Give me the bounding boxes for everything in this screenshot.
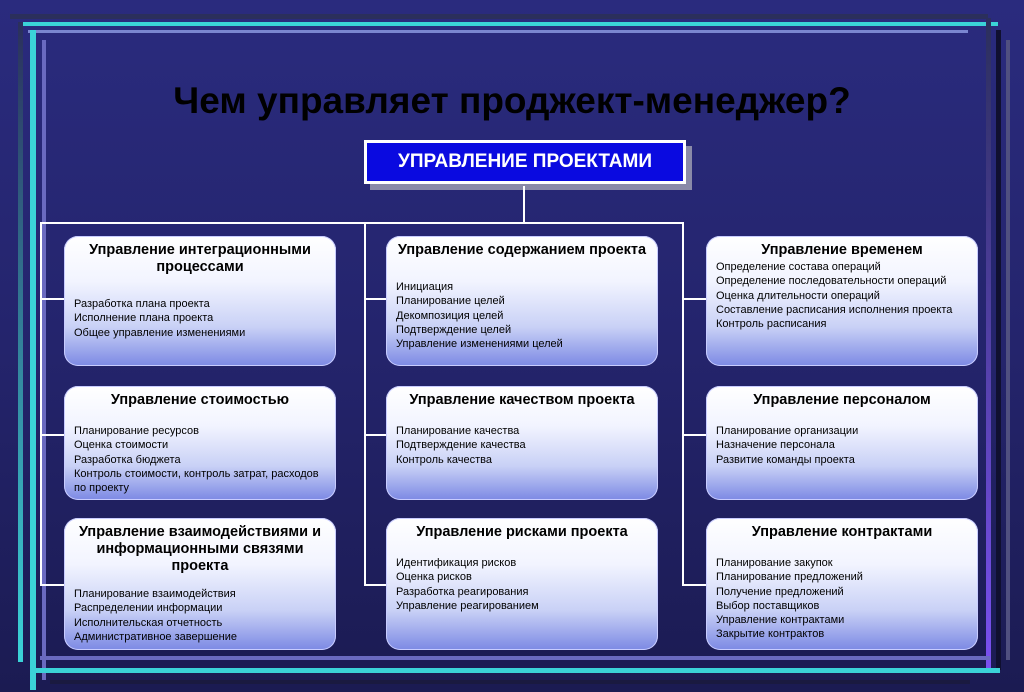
frame-right-line-1 [986,18,991,668]
frame-top-line-3 [28,30,968,33]
card-title: Управление контрактами [751,524,933,540]
connector-col1-card1 [40,298,64,300]
list-item: Планирование ресурсов [74,425,199,437]
list-item: Управление изменениями целей [396,338,563,351]
card-contracts: Управление контрактами Планирование заку… [706,518,978,650]
card-risk: Управление рисками проекта Идентификация… [386,518,658,650]
list-item: Разработка плана проекта [74,298,210,310]
list-item: Планирование предложений [716,571,863,584]
connector-col3-card2 [682,434,706,436]
connector-col2-card2 [364,434,386,436]
connector-col3-card3 [682,584,706,586]
card-personnel: Управление персоналом Планирование орган… [706,386,978,500]
card-title: Управление персоналом [753,392,931,408]
connector-horizontal-bus [40,222,682,224]
list-item: Оценка длительности операций [716,289,880,302]
page-title: Чем управляет проджект-менеджер? [173,80,851,121]
card-title: Управление интеграционными процессами [89,242,311,275]
list-item: Подтверждение качества [396,439,526,452]
list-item: Планирование целей [396,295,505,308]
list-item: Закрытие контрактов [716,628,825,641]
frame-bottom-line-1 [40,656,990,660]
card-title: Управление содержанием проекта [397,242,647,258]
root-node: УПРАВЛЕНИЕ ПРОЕКТАМИ [364,140,686,184]
frame-left-line-1 [18,22,23,662]
list-item: Разработка реагирования [396,585,529,598]
list-item: Управление реагированием [396,599,539,612]
frame-left-line-2 [30,30,36,690]
list-item: Планирование качества [396,425,520,437]
list-item: Инициация [396,281,454,293]
connector-col3-vertical [682,222,684,586]
card-integration: Управление интеграционными процессами Ра… [64,236,336,366]
connector-col1-vertical [40,222,42,586]
list-item: Административное завершение [74,630,238,643]
list-item: Оценка рисков [396,571,472,584]
card-title: Управление стоимостью [110,392,290,408]
list-item: Определение последовательности операций [716,275,947,288]
list-item: Декомпозиция целей [396,309,504,322]
list-item: Назначение персонала [716,439,835,452]
connector-col1-card2 [40,434,64,436]
frame-right-line-2 [996,30,1001,670]
list-item: Общее управление изменениями [74,326,246,339]
list-item: Составление расписания исполнения проект… [716,303,953,316]
card-quality: Управление качеством проекта Планировани… [386,386,658,500]
frame-bottom-line-2 [30,668,1000,673]
list-item: Контроль стоимости, контроль затрат, рас… [74,467,319,495]
list-item: Исполнение плана проекта [74,312,214,325]
list-item: Определение состава операций [716,261,881,273]
list-item: Распределении информации [74,602,223,615]
card-title: Управление временем [761,242,923,258]
card-title: Управление взаимодействиями и информацио… [78,524,322,574]
frame-top-line-1 [10,14,988,19]
connector-col2-card3 [364,584,386,586]
list-item: Планирование взаимодействия [74,588,236,600]
list-item: Получение предложений [716,585,844,598]
list-item: Разработка бюджета [74,453,181,466]
list-item: Оценка стоимости [74,439,169,452]
list-item: Выбор поставщиков [716,599,820,612]
card-communications: Управление взаимодействиями и информацио… [64,518,336,650]
list-item: Исполнительская отчетность [74,616,223,629]
list-item: Планирование организации [716,425,859,437]
connector-col1-card3 [40,584,64,586]
connector-root-stem [523,186,525,222]
card-scope: Управление содержанием проекта Инициация… [386,236,658,366]
frame-right-line-3 [1006,40,1010,660]
list-item: Контроль качества [396,453,492,466]
list-item: Идентификация рисков [396,557,517,569]
frame-top-line-2 [18,22,998,26]
card-cost: Управление стоимостью Планирование ресур… [64,386,336,500]
frame-bottom-line-3 [50,680,970,684]
list-item: Подтверждение целей [396,323,512,336]
connector-col2-vertical [364,222,366,586]
connector-col3-card1 [682,298,706,300]
list-item: Планирование закупок [716,557,833,569]
card-title: Управление качеством проекта [409,392,635,408]
connector-col2-card1 [364,298,386,300]
card-time: Управление временем Определение состава … [706,236,978,366]
card-title: Управление рисками проекта [416,524,628,540]
frame-left-line-3 [42,40,46,680]
list-item: Управление контрактами [716,614,845,627]
list-item: Развитие команды проекта [716,453,855,466]
list-item: Контроль расписания [716,318,827,331]
